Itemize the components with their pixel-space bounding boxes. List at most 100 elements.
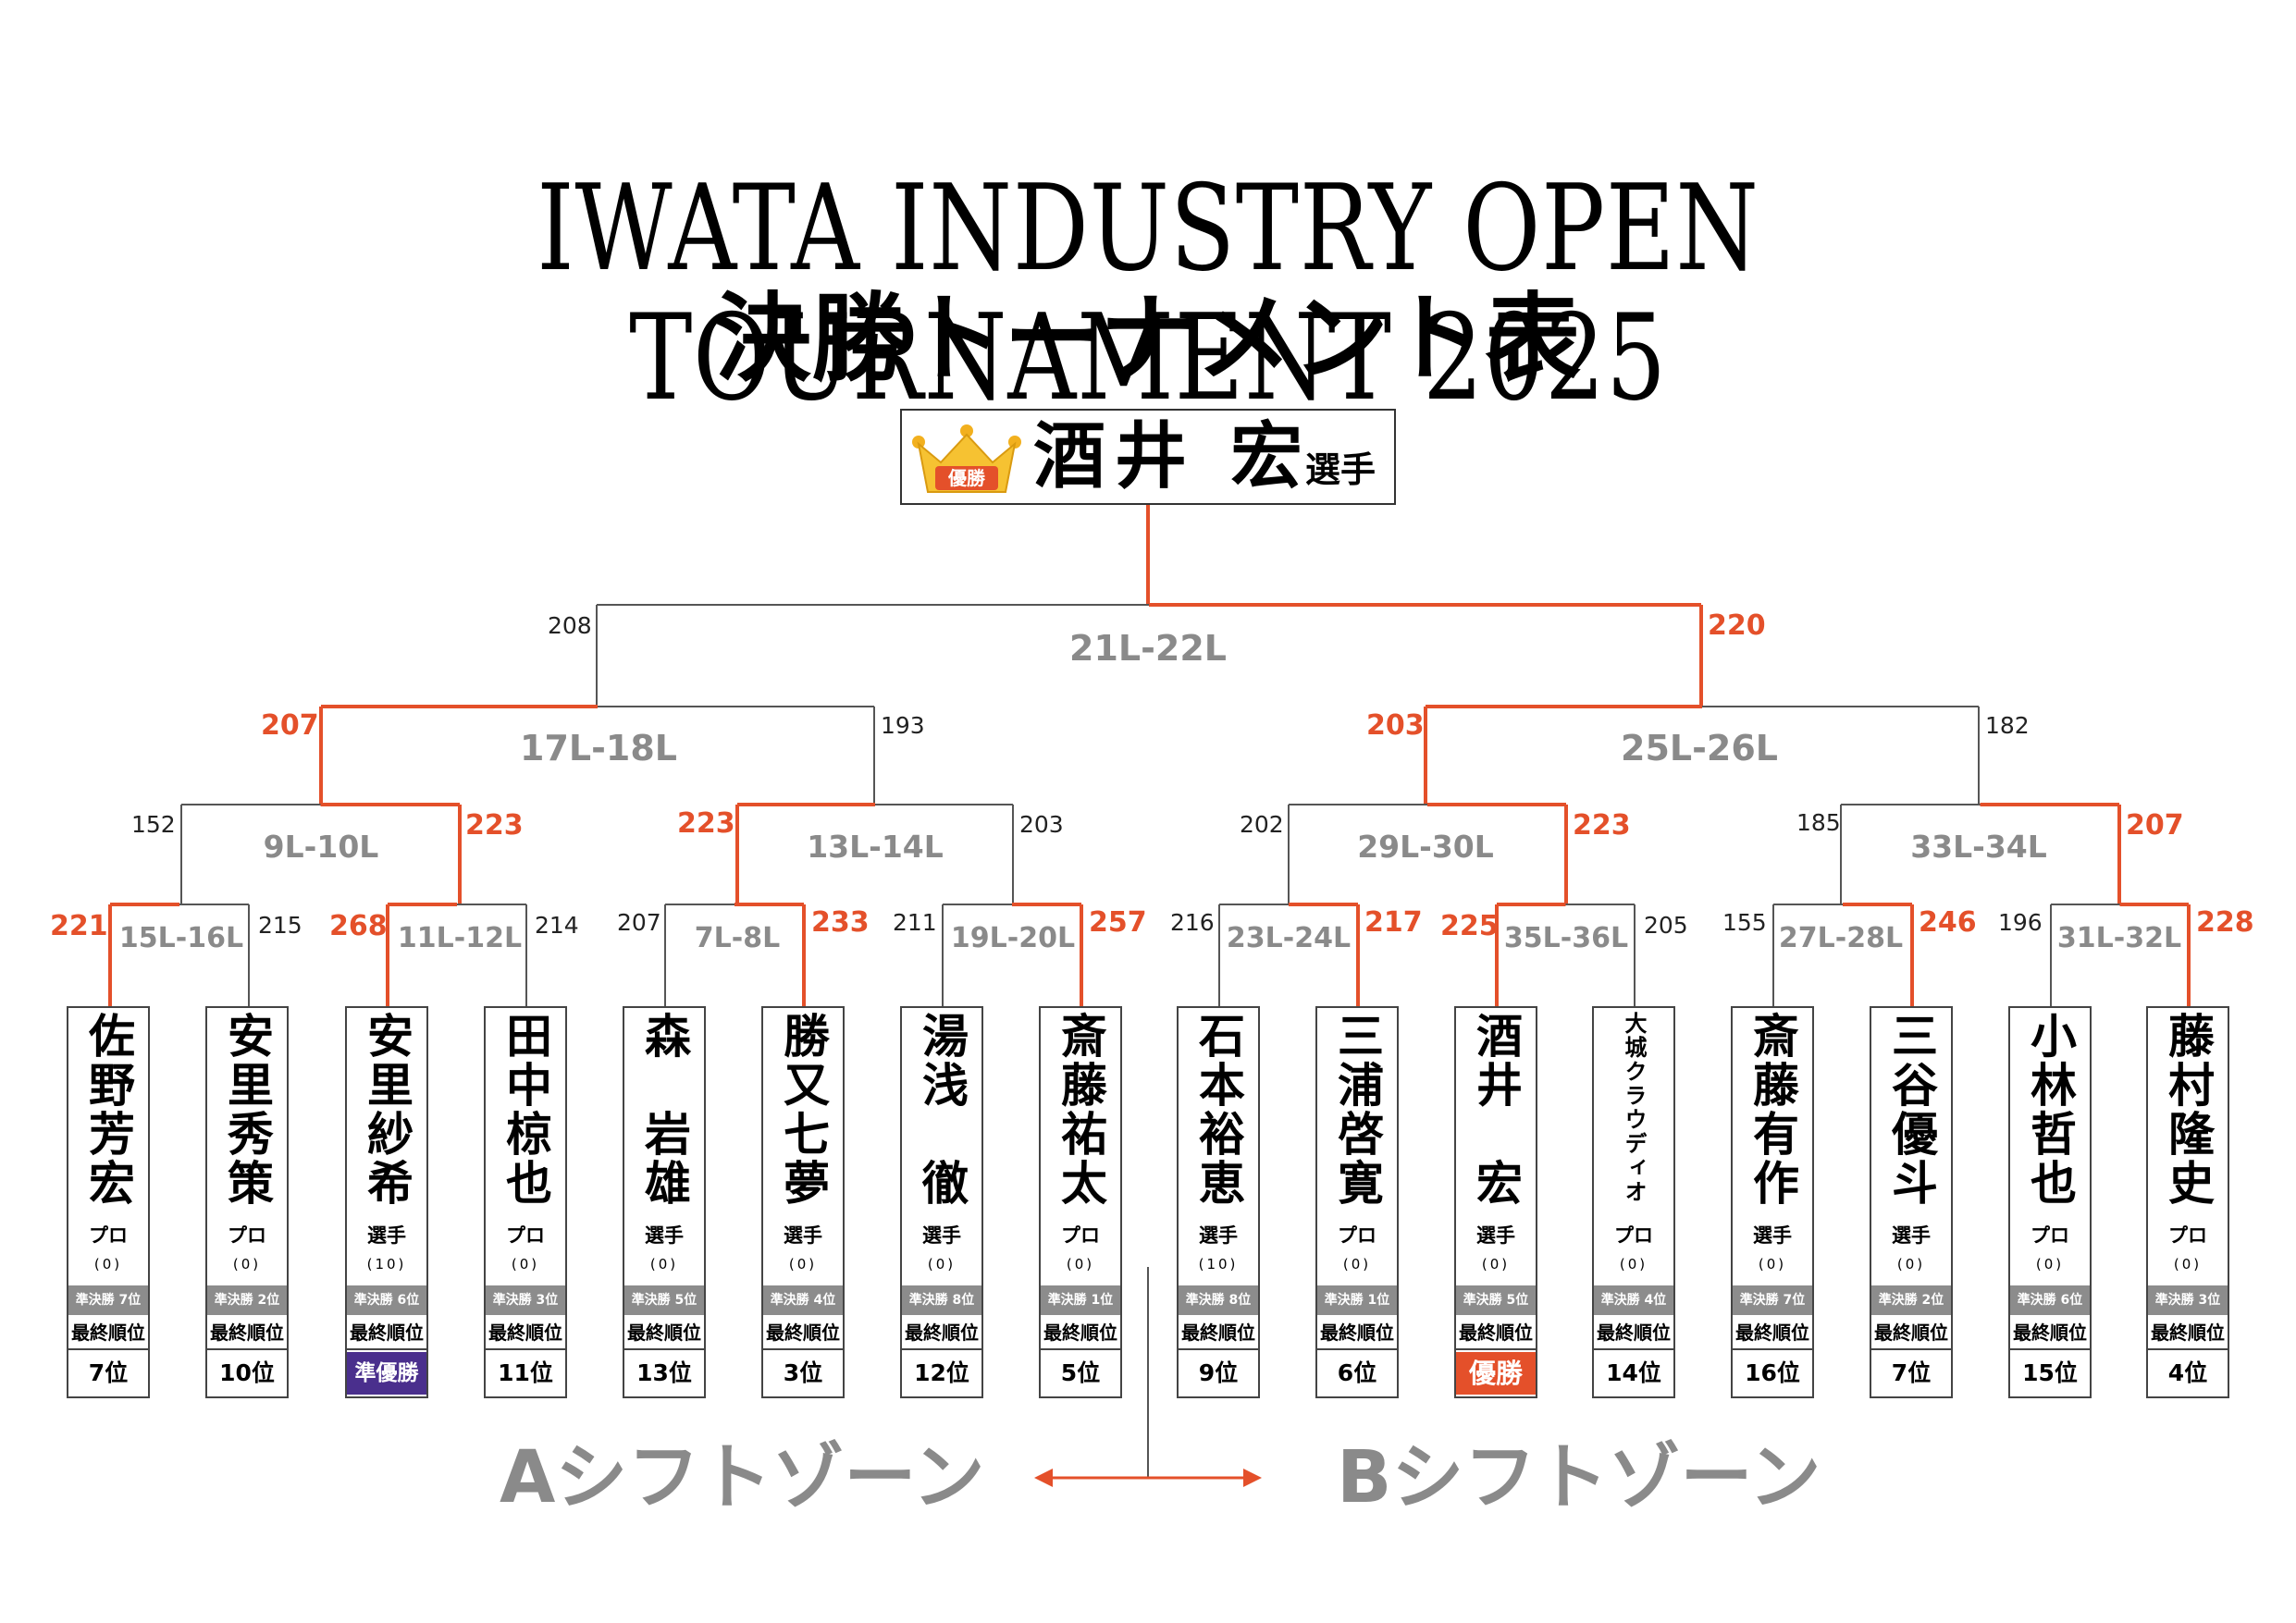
score-qf-2-right: 203 <box>1019 811 1064 838</box>
score-semi-a-right: 193 <box>881 712 925 739</box>
final-rank-label: 最終順位 <box>486 1317 565 1350</box>
score-r1-8-left: 196 <box>1998 909 2043 936</box>
player-card: 小林哲也 プロ (0) 準決勝 6位 最終順位 15位 <box>2008 1006 2092 1398</box>
semifinal-rank: 準決勝 2位 <box>207 1285 287 1315</box>
final-rank-label: 最終順位 <box>1179 1317 1258 1350</box>
player-points: (0) <box>1481 1256 1511 1273</box>
round-label-r1-4: 19L-20L <box>950 922 1076 954</box>
semifinal-rank: 準決勝 6位 <box>2010 1285 2090 1315</box>
player-title: プロ <box>1061 1224 1100 1247</box>
final-rank-label: 最終順位 <box>347 1317 426 1350</box>
player-name: 安里秀策 <box>220 1012 275 1208</box>
page-title-en: IWATA INDUSTRY OPEN TOURNAMENT 2025 <box>537 160 1759 427</box>
final-rank-label: 最終順位 <box>2148 1317 2228 1350</box>
final-rank: 7位 <box>1891 1359 1932 1386</box>
player-title: 選手 <box>1199 1224 1238 1247</box>
semifinal-rank: 準決勝 5位 <box>1456 1285 1536 1315</box>
semifinal-rank: 準決勝 3位 <box>486 1285 565 1315</box>
final-rank-label: 最終順位 <box>1041 1317 1120 1350</box>
semifinal-rank: 準決勝 7位 <box>68 1285 148 1315</box>
player-title: プロ <box>2031 1224 2069 1247</box>
player-name: 斎藤祐太 <box>1054 1012 1108 1208</box>
final-rank-label: 最終順位 <box>763 1317 843 1350</box>
player-title: 選手 <box>922 1224 961 1247</box>
player-title: プロ <box>228 1224 266 1247</box>
player-card: 三谷優斗 選手 (0) 準決勝 2位 最終順位 7位 <box>1870 1006 1953 1398</box>
final-rank-champion: 優勝 <box>1456 1352 1536 1395</box>
player-points: (0) <box>927 1256 957 1273</box>
score-final-right: 220 <box>1708 609 1766 642</box>
round-label-qf-3: 29L-30L <box>1357 829 1494 865</box>
player-card: 田中椋也 プロ (0) 準決勝 3位 最終順位 11位 <box>484 1006 567 1398</box>
player-title: 選手 <box>1476 1224 1515 1247</box>
champion-name: 酒井 宏 <box>1033 414 1313 498</box>
round-label-r1-2: 11L-12L <box>397 922 523 954</box>
player-points: (0) <box>1066 1256 1095 1273</box>
player-card: 石本裕恵 選手 (10) 準決勝 8位 最終順位 9位 <box>1177 1006 1260 1398</box>
score-r1-3-left: 207 <box>617 909 661 936</box>
score-qf-3-right: 223 <box>1573 809 1631 842</box>
player-points: (10) <box>1198 1256 1239 1273</box>
player-points: (0) <box>511 1256 540 1273</box>
final-rank-label: 最終順位 <box>624 1317 704 1350</box>
final-rank: 4位 <box>2167 1359 2208 1386</box>
round-label-r1-7: 27L-28L <box>1778 922 1904 954</box>
player-title: 選手 <box>645 1224 684 1247</box>
arrow-right-head <box>1243 1469 1262 1487</box>
score-r1-3-right: 233 <box>811 906 870 939</box>
score-r1-7-left: 155 <box>1722 909 1767 936</box>
final-rank-label: 最終順位 <box>1594 1317 1673 1350</box>
player-points: (0) <box>649 1256 679 1273</box>
champion-suffix: 選手 <box>1305 449 1376 490</box>
final-rank: 13位 <box>636 1359 692 1386</box>
semifinal-rank: 準決勝 4位 <box>763 1285 843 1315</box>
final-rank: 7位 <box>88 1359 129 1386</box>
zone-label-b: Bシフトゾーン <box>1337 1436 1821 1519</box>
score-r1-4-left: 211 <box>893 909 937 936</box>
page-title-jp: 決勝トーナメント表 <box>714 282 1581 395</box>
player-card: 安里紗希 選手 (10) 準決勝 6位 最終順位 準優勝 <box>345 1006 428 1398</box>
player-title: 選手 <box>1892 1224 1931 1247</box>
player-card: 三浦啓寛 プロ (0) 準決勝 1位 最終順位 6位 <box>1315 1006 1399 1398</box>
score-qf-3-left: 202 <box>1240 811 1284 838</box>
player-card: 斎藤祐太 プロ (0) 準決勝 1位 最終順位 5位 <box>1039 1006 1122 1398</box>
round-label-semi-a: 17L-18L <box>520 728 677 768</box>
score-semi-b-right: 182 <box>1985 712 2030 739</box>
player-name: 小林哲也 <box>2023 1012 2078 1208</box>
player-title: 選手 <box>784 1224 822 1247</box>
score-semi-a-left: 207 <box>261 709 319 742</box>
final-rank-label: 最終順位 <box>1871 1317 1951 1350</box>
champion-box: 優勝 酒井 宏 選手 <box>900 409 1396 505</box>
round-label-r1-5: 23L-24L <box>1226 922 1352 954</box>
final-rank-runner-up: 準優勝 <box>347 1352 426 1395</box>
score-final-left: 208 <box>548 612 592 639</box>
round-label-semi-b: 25L-26L <box>1621 728 1778 768</box>
final-rank: 3位 <box>783 1359 823 1386</box>
player-name: 酒井 宏 <box>1469 1012 1524 1208</box>
player-points: (0) <box>2173 1256 2203 1273</box>
score-qf-4-left: 185 <box>1796 809 1841 836</box>
score-r1-5-right: 217 <box>1364 906 1423 939</box>
semifinal-rank: 準決勝 1位 <box>1041 1285 1120 1315</box>
player-points: (0) <box>788 1256 818 1273</box>
final-rank-label: 最終順位 <box>1456 1317 1536 1350</box>
zone-label-a: Aシフトゾーン <box>500 1436 985 1519</box>
score-r1-6-left: 225 <box>1440 910 1499 942</box>
final-rank: 10位 <box>219 1359 275 1386</box>
round-label-final: 21L-22L <box>1069 628 1227 669</box>
player-title: プロ <box>506 1224 545 1247</box>
player-name: 藤村隆史 <box>2161 1012 2216 1208</box>
semifinal-rank: 準決勝 3位 <box>2148 1285 2228 1315</box>
round-label-r1-6: 35L-36L <box>1503 922 1629 954</box>
player-card: 湯浅 徹 選手 (0) 準決勝 8位 最終順位 12位 <box>900 1006 983 1398</box>
player-name: 勝又七夢 <box>776 1012 831 1208</box>
score-r1-1-right: 215 <box>258 912 302 939</box>
final-rank-label: 最終順位 <box>1317 1317 1397 1350</box>
player-points: (10) <box>366 1256 407 1273</box>
round-label-r1-8: 31L-32L <box>2056 922 2182 954</box>
round-label-qf-1: 9L-10L <box>263 829 379 865</box>
score-qf-1-right: 223 <box>465 809 524 842</box>
player-points: (0) <box>232 1256 262 1273</box>
player-points: (0) <box>1342 1256 1372 1273</box>
